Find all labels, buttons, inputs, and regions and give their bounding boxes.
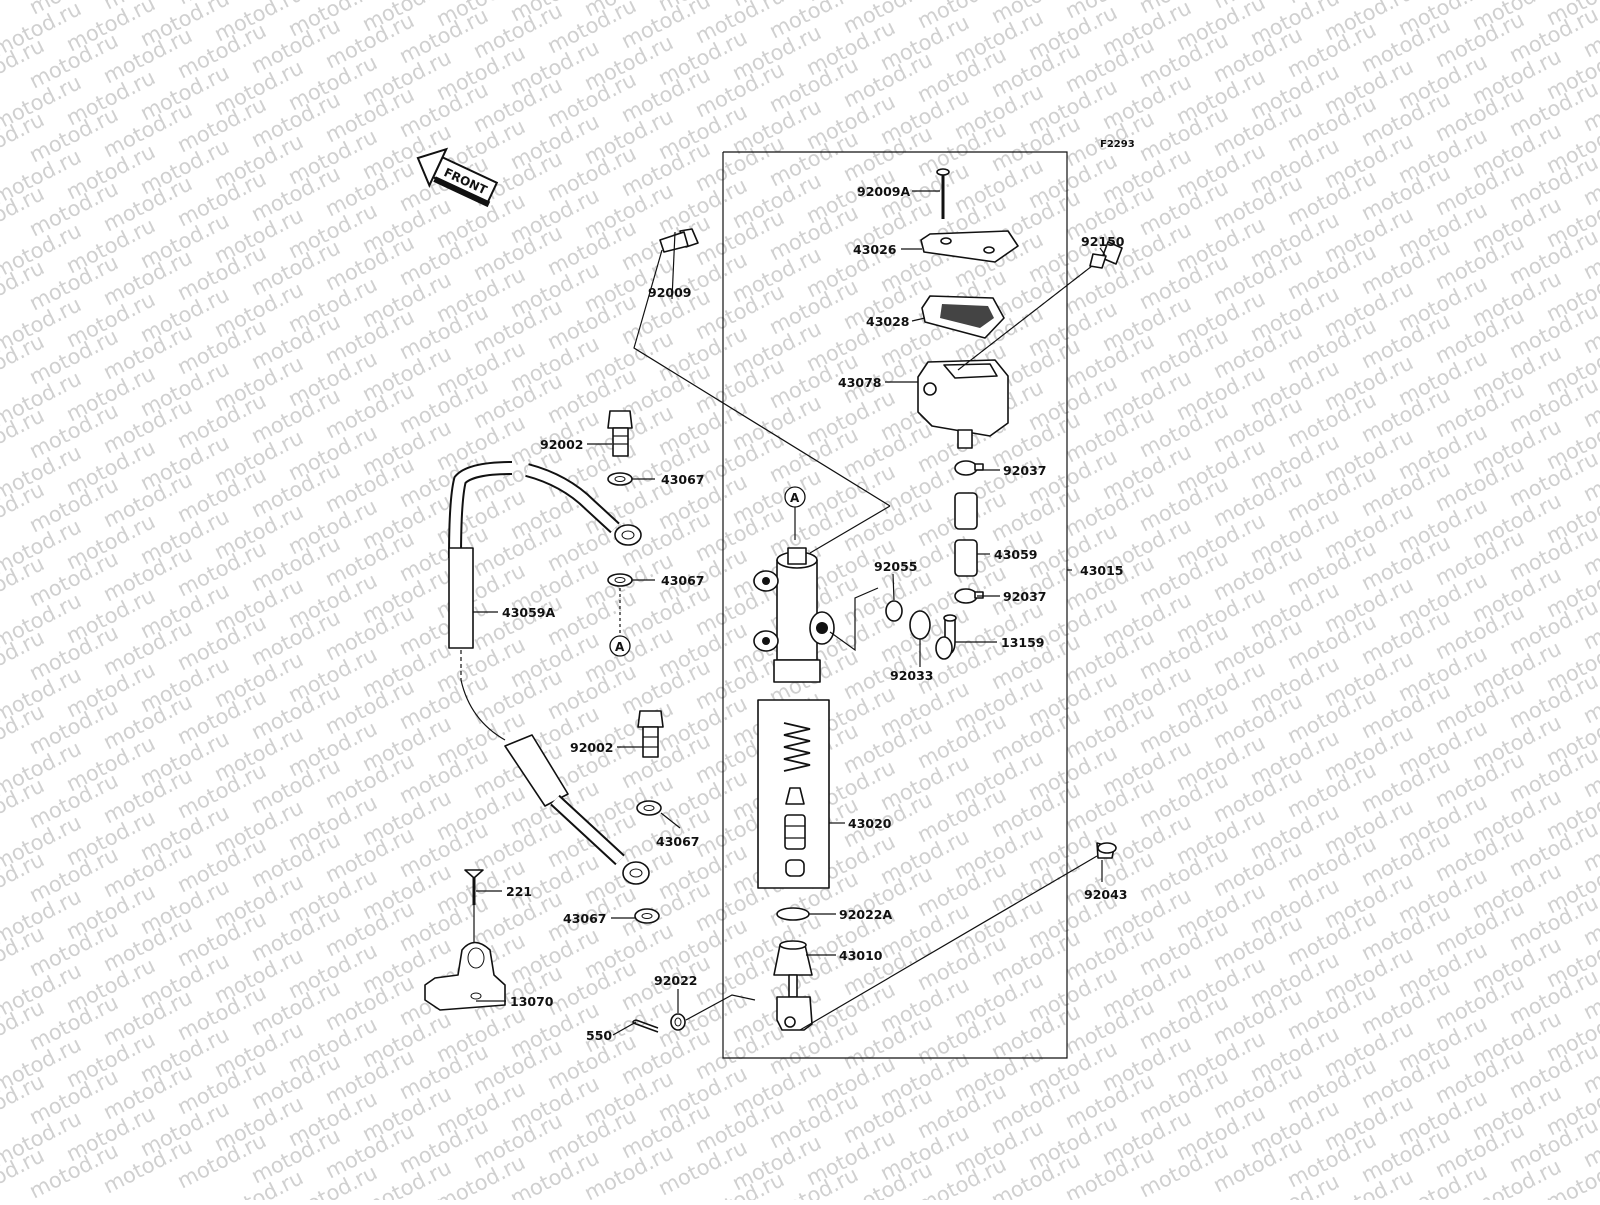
- cotter-pin-550: [632, 1019, 659, 1033]
- label-92002-upper: 92002: [540, 437, 584, 452]
- washer-43067-a: [607, 472, 633, 486]
- label-92037-lower: 92037: [1003, 589, 1047, 604]
- master-cylinder-body: [753, 547, 879, 683]
- svg-text:A: A: [615, 640, 625, 654]
- label-221: 221: [506, 884, 532, 899]
- label-43020: 43020: [848, 816, 892, 831]
- label-43015: 43015: [1080, 563, 1124, 578]
- label-43067-a: 43067: [661, 472, 705, 487]
- label-43067-d: 43067: [563, 911, 607, 926]
- label-43059: 43059: [994, 547, 1038, 562]
- brake-hose-43059a: [448, 461, 650, 885]
- label-550: 550: [586, 1028, 612, 1043]
- label-92033: 92033: [890, 668, 934, 683]
- hose-guide-13070: [424, 941, 506, 1011]
- label-13159: 13159: [1001, 635, 1045, 650]
- label-43067-c: 43067: [656, 834, 700, 849]
- label-92055: 92055: [874, 559, 918, 574]
- label-43067-b: 43067: [661, 573, 705, 588]
- label-43078: 43078: [838, 375, 882, 390]
- label-92022: 92022: [654, 973, 698, 988]
- label-92009a: 92009A: [857, 184, 910, 199]
- label-92043: 92043: [1084, 887, 1128, 902]
- label-92037-upper: 92037: [1003, 463, 1047, 478]
- washer-43067-b: [607, 573, 633, 635]
- hose-clamp-92037-upper: [954, 460, 984, 476]
- circlip-92033: [909, 610, 931, 640]
- elbow-fitting-13159: [935, 614, 957, 660]
- circlip-92022a: [776, 907, 810, 921]
- label-43059a: 43059A: [502, 605, 555, 620]
- bolt-92150: [957, 241, 1123, 371]
- reference-marker-a-lower: A: [609, 635, 631, 657]
- hose-clamp-92037-lower: [954, 588, 984, 604]
- diaphragm-43028: [921, 295, 1005, 339]
- label-43026: 43026: [853, 242, 897, 257]
- reference-marker-a-upper: A: [784, 486, 806, 540]
- label-43010: 43010: [839, 948, 883, 963]
- washer-92022: [670, 994, 756, 1031]
- label-43028: 43028: [866, 314, 910, 329]
- piston-kit-43020: [757, 699, 830, 889]
- part-labels: 92009A 43026 92150 43028 43078 92009 920…: [502, 184, 1128, 1043]
- svg-text:A: A: [790, 491, 800, 505]
- reservoir-cap-43026: [920, 230, 1019, 263]
- label-92002-lower: 92002: [570, 740, 614, 755]
- o-ring-92055: [885, 600, 903, 622]
- label-92009: 92009: [648, 285, 692, 300]
- reservoir-43078: [917, 359, 1009, 449]
- label-92150: 92150: [1081, 234, 1125, 249]
- reservoir-hose-43059: [954, 492, 978, 577]
- assembly-frame: [722, 151, 1068, 1059]
- front-arrow-icon: FRONT: [416, 147, 499, 208]
- washer-43067-d: [634, 908, 660, 924]
- label-92022a: 92022A: [839, 907, 892, 922]
- figure-code: F2293: [1100, 139, 1135, 150]
- push-rod-43010: [773, 940, 813, 1031]
- banjo-bolt-92002-upper: [607, 410, 633, 457]
- label-13070: 13070: [510, 994, 554, 1009]
- washer-43067-c: [636, 800, 662, 816]
- screw-92009a: [936, 168, 950, 219]
- banjo-bolt-92002-lower: [637, 710, 664, 758]
- clevis-pin-92043: [799, 842, 1117, 1031]
- leader-lines: [473, 190, 1106, 1036]
- ref-line-a: [809, 505, 891, 554]
